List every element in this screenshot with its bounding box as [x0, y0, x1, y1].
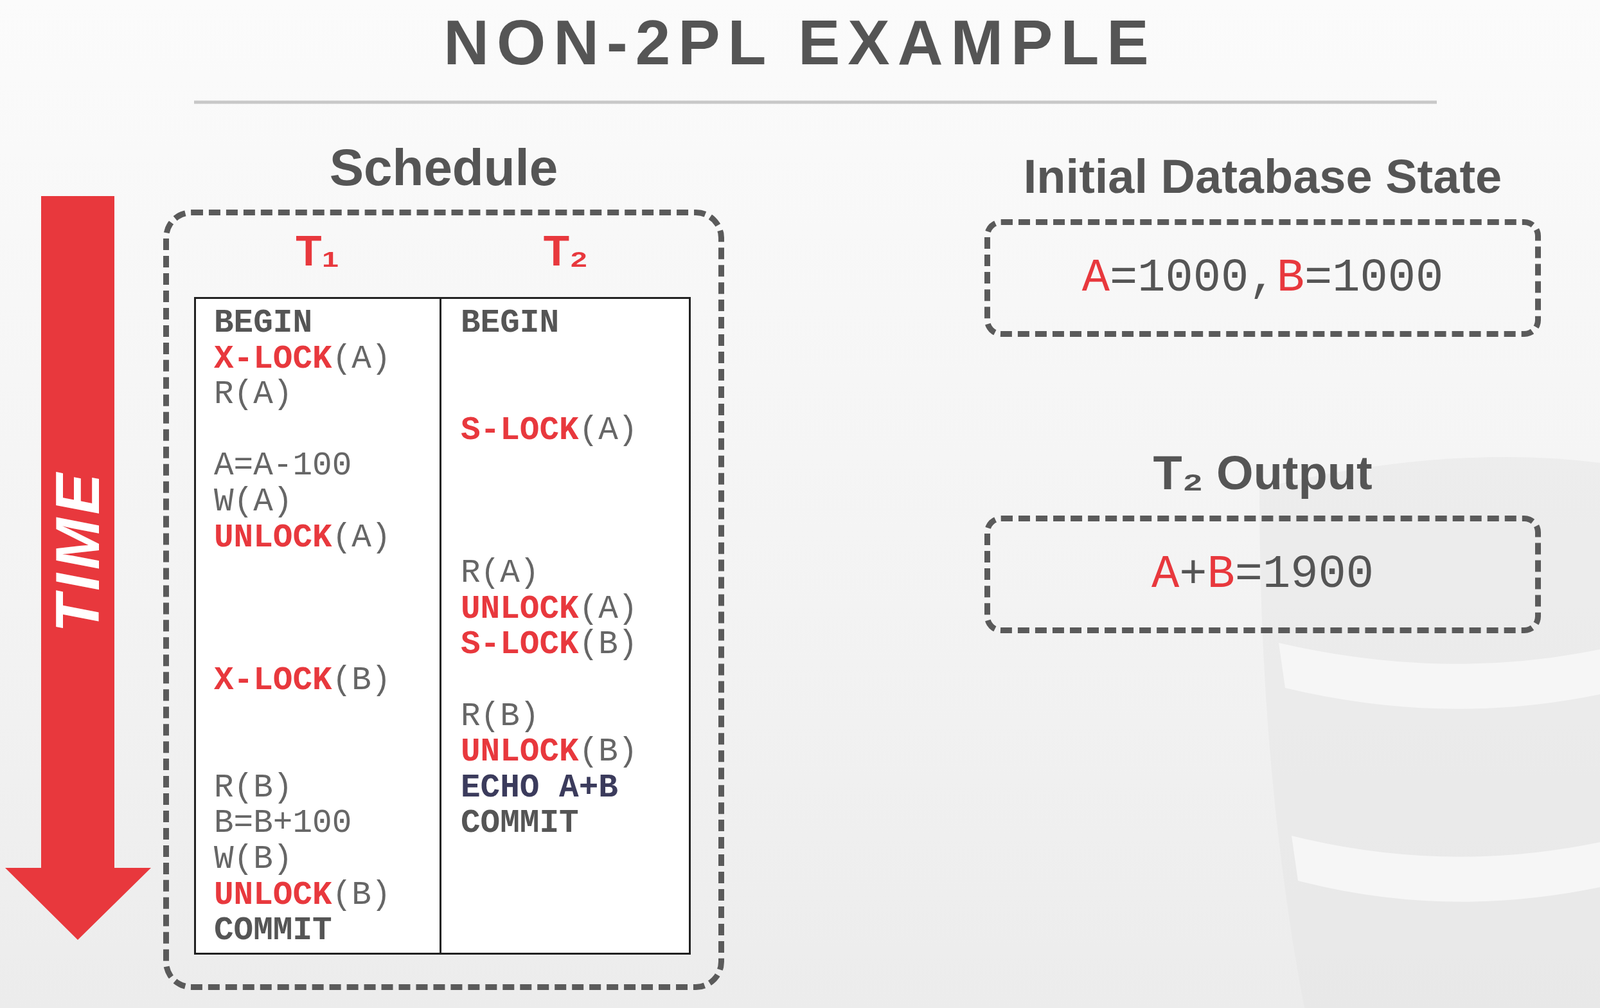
- transaction-column: T₁BEGINX-LOCK(A)R(A)A=A-100W(A)UNLOCK(A)…: [194, 296, 441, 955]
- schedule-heading: Schedule: [163, 138, 725, 198]
- operation: R(B): [460, 698, 540, 735]
- time-arrow: TIME: [0, 192, 158, 942]
- operation: COMMIT: [213, 912, 333, 949]
- transaction-label: T₂: [440, 226, 691, 276]
- operation: W(A): [213, 483, 293, 520]
- operation: R(A): [460, 555, 540, 592]
- operation: X-LOCK(A): [213, 341, 391, 378]
- value-text: A+B=1900: [990, 521, 1536, 628]
- transaction-label: T₁: [194, 226, 441, 276]
- value-text: A=1000, B=1000: [990, 224, 1536, 331]
- operation: R(A): [213, 376, 293, 413]
- box-heading: T₂ Output: [984, 445, 1541, 500]
- schedule-box: ScheduleT₁BEGINX-LOCK(A)R(A)A=A-100W(A)U…: [163, 209, 725, 990]
- operation: W(B): [213, 841, 293, 878]
- operation: A=A-100: [213, 447, 352, 484]
- operation: ECHO A+B: [460, 769, 619, 806]
- operation: S-LOCK(B): [460, 626, 638, 663]
- transaction-column: T₂BEGINS-LOCK(A)R(A)UNLOCK(A)S-LOCK(B)R(…: [440, 296, 691, 955]
- title-rule: [194, 100, 1437, 105]
- box-heading: Initial Database State: [984, 149, 1541, 204]
- operation: UNLOCK(A): [213, 519, 391, 556]
- operation: B=B+100: [213, 805, 352, 842]
- operation: X-LOCK(B): [213, 662, 391, 699]
- operation: BEGIN: [460, 305, 560, 342]
- output-box: T₂ OutputA+B=1900: [984, 515, 1541, 633]
- operation: UNLOCK(A): [460, 591, 638, 628]
- operation: R(B): [213, 769, 293, 806]
- column-divider: [439, 296, 442, 955]
- watermark-logo: [1259, 456, 1600, 1008]
- operation: S-LOCK(A): [460, 412, 638, 449]
- operation: BEGIN: [213, 305, 313, 342]
- state-box: Initial Database StateA=1000, B=1000: [984, 219, 1541, 337]
- title: NON-2PL EXAMPLE: [0, 6, 1600, 80]
- operation: UNLOCK(B): [460, 733, 638, 770]
- operation: UNLOCK(B): [213, 877, 391, 914]
- watermark-band: [1278, 642, 1600, 902]
- operation: COMMIT: [460, 805, 579, 842]
- time-label: TIME: [42, 469, 114, 632]
